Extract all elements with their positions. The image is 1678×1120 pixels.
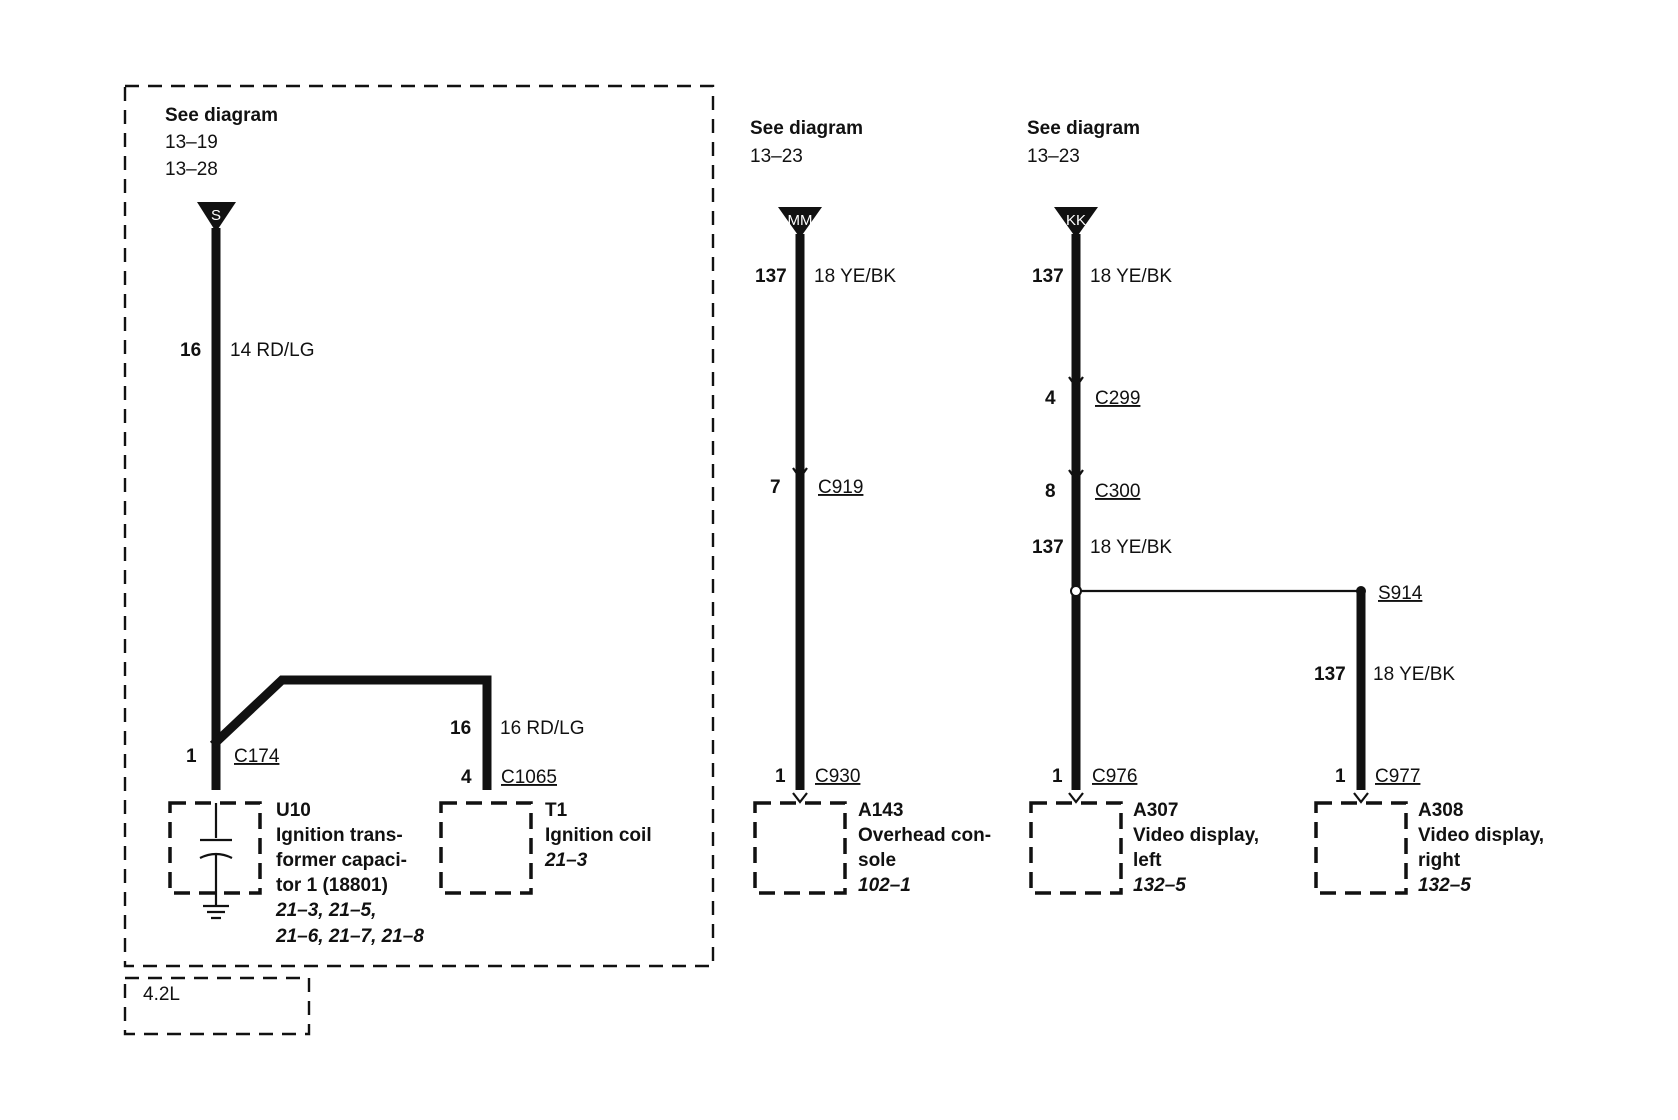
overhead-circuit-number: 137 [755, 266, 787, 287]
ignition-see-diagram[interactable]: See diagram [165, 105, 278, 126]
a143-desc-2: sole [858, 850, 896, 871]
a143-page-ref[interactable]: 102–1 [858, 875, 911, 896]
overhead-circuit-group: See diagram 13–23 MM 137 18 YE/BK 7 C919… [750, 118, 991, 896]
ignition-main-circuit-number: 16 [180, 340, 201, 361]
u10-page-ref-2[interactable]: 21–6, 21–7, 21–8 [275, 926, 424, 947]
c299-pin: 4 [1045, 388, 1056, 409]
t1-desc-1: Ignition coil [545, 825, 652, 846]
u10-id: U10 [276, 800, 311, 821]
overhead-see-diagram[interactable]: See diagram [750, 118, 863, 139]
c1065-connector[interactable]: C1065 [501, 767, 557, 788]
ignition-ref-1[interactable]: 13–19 [165, 132, 218, 153]
u10-page-ref-1[interactable]: 21–3, 21–5, [275, 900, 376, 921]
c977-connector[interactable]: C977 [1375, 766, 1420, 787]
s914-splice-dot [1356, 586, 1366, 596]
video-ref-1[interactable]: 13–23 [1027, 146, 1080, 167]
ignition-ref-2[interactable]: 13–28 [165, 159, 218, 180]
a308-desc-1: Video display, [1418, 825, 1544, 846]
video-mid-gauge-color: 18 YE/BK [1090, 537, 1172, 558]
a143-id: A143 [858, 800, 903, 821]
video-right-gauge-color: 18 YE/BK [1373, 664, 1455, 685]
video-top-circuit-number: 137 [1032, 266, 1064, 287]
ignition-wire-branch [209, 675, 492, 790]
ignition-main-gauge-color: 14 RD/LG [230, 340, 314, 361]
c976-connector[interactable]: C976 [1092, 766, 1137, 787]
c174-connector[interactable]: C174 [234, 746, 280, 767]
c930-connector[interactable]: C930 [815, 766, 860, 787]
overhead-gauge-color: 18 YE/BK [814, 266, 896, 287]
video-top-gauge-color: 18 YE/BK [1090, 266, 1172, 287]
a307-component-box[interactable] [1029, 801, 1123, 895]
video-right-circuit-number: 137 [1314, 664, 1346, 685]
u10-desc-2: former capaci- [276, 850, 407, 871]
capacitor-symbol [199, 803, 233, 906]
a308-id: A308 [1418, 800, 1463, 821]
engine-variant-label: 4.2L [143, 984, 180, 1005]
video-circuit-group: See diagram 13–23 KK 137 18 YE/BK 4 C299… [1027, 118, 1544, 896]
a307-page-ref[interactable]: 132–5 [1133, 875, 1186, 896]
engine-variant-tag-box [123, 976, 311, 1036]
a307-desc-1: Video display, [1133, 825, 1259, 846]
ignition-circuit-group: 4.2L See diagram 13–19 13–28 S 16 14 RD/… [123, 84, 715, 1036]
c300-connector[interactable]: C300 [1095, 481, 1140, 502]
c919-pin: 7 [770, 477, 781, 498]
video-tag-label: KK [1066, 212, 1086, 229]
a143-desc-1: Overhead con- [858, 825, 991, 846]
video-junction-dot [1070, 585, 1082, 597]
a307-id: A307 [1133, 800, 1178, 821]
c299-connector[interactable]: C299 [1095, 388, 1140, 409]
ignition-branch-circuit-number: 16 [450, 718, 471, 739]
u10-desc-3: tor 1 (18801) [276, 875, 388, 896]
overhead-tag-label: MM [788, 212, 813, 229]
c977-pin: 1 [1335, 766, 1346, 787]
ignition-tag-label: S [211, 207, 221, 224]
t1-page-ref[interactable]: 21–3 [544, 850, 588, 871]
video-see-diagram[interactable]: See diagram [1027, 118, 1140, 139]
s914-splice[interactable]: S914 [1378, 583, 1423, 604]
c930-pin: 1 [775, 766, 786, 787]
t1-component-box[interactable] [439, 801, 533, 895]
ignition-branch-gauge-color: 16 RD/LG [500, 718, 584, 739]
c300-connector-symbol [1068, 469, 1084, 482]
c300-pin: 8 [1045, 481, 1056, 502]
a307-desc-2: left [1133, 850, 1162, 871]
overhead-ref-1[interactable]: 13–23 [750, 146, 803, 167]
c1065-pin: 4 [461, 767, 472, 788]
ground-icon [203, 904, 229, 920]
a308-page-ref[interactable]: 132–5 [1418, 875, 1471, 896]
c919-connector-symbol [792, 467, 808, 480]
video-tag-triangle [1054, 207, 1098, 238]
t1-id: T1 [545, 800, 568, 821]
overhead-tag-triangle [778, 207, 822, 238]
c930-connector-symbol [792, 792, 808, 804]
c976-pin: 1 [1052, 766, 1063, 787]
c174-pin: 1 [186, 746, 197, 767]
c976-connector-symbol [1068, 792, 1084, 804]
a308-component-box[interactable] [1314, 801, 1408, 895]
c299-connector-symbol [1068, 376, 1084, 389]
engine-variant-enclosure [123, 84, 715, 968]
video-mid-circuit-number: 137 [1032, 537, 1064, 558]
u10-desc-1: Ignition trans- [276, 825, 403, 846]
ignition-tag-triangle [197, 202, 236, 232]
a143-component-box[interactable] [753, 801, 847, 895]
c977-connector-symbol [1353, 792, 1369, 804]
a308-desc-2: right [1418, 850, 1461, 871]
c919-connector[interactable]: C919 [818, 477, 863, 498]
